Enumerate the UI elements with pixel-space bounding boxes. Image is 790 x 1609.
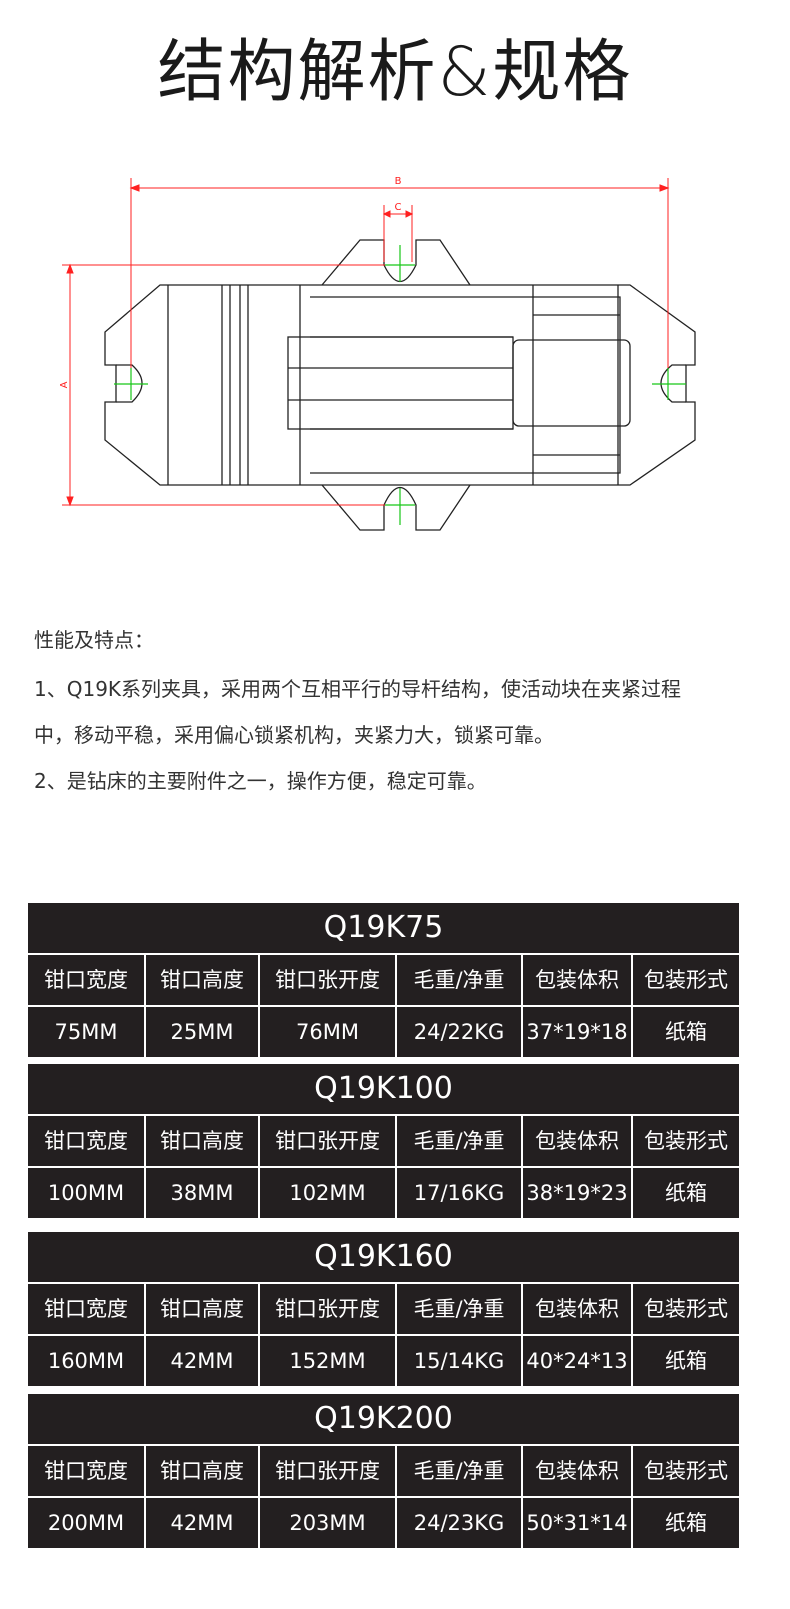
features-section: 性能及特点： 1、Q19K系列夹具，采用两个互相平行的导杆结构，使活动块在夹紧过… bbox=[34, 614, 774, 804]
header-cell: 包装体积 bbox=[523, 1284, 633, 1334]
header-cell: 毛重/净重 bbox=[397, 1116, 523, 1166]
header-cell: 钳口张开度 bbox=[260, 1446, 397, 1496]
value-cell: 100MM bbox=[28, 1168, 146, 1218]
model-name: Q19K75 bbox=[28, 903, 739, 955]
header-cell: 包装体积 bbox=[523, 955, 633, 1005]
spec-table-q19k75: Q19K75 钳口宽度 钳口高度 钳口张开度 毛重/净重 包装体积 包装形式 7… bbox=[28, 903, 739, 1057]
value-cell: 102MM bbox=[260, 1168, 397, 1218]
vise-structure-drawing: B C A bbox=[59, 176, 696, 531]
feature-line: 2、是钻床的主要附件之一，操作方便，稳定可靠。 bbox=[34, 769, 487, 793]
value-cell: 17/16KG bbox=[397, 1168, 523, 1218]
value-cell: 纸箱 bbox=[665, 1349, 707, 1373]
header-cell: 钳口宽度 bbox=[28, 1284, 146, 1334]
value-cell: 42MM bbox=[146, 1498, 260, 1548]
vise-outline bbox=[104, 239, 696, 531]
value-cell: 42MM bbox=[146, 1336, 260, 1386]
centerline-marks bbox=[114, 245, 686, 525]
spec-value-row: 100MM 38MM 102MM 17/16KG 38*19*23 纸箱 bbox=[28, 1168, 739, 1218]
value-cell: 40*24*13 bbox=[523, 1336, 633, 1386]
header-cell: 钳口高度 bbox=[146, 955, 260, 1005]
value-cell: 50*31*14 bbox=[523, 1498, 633, 1548]
header-cell: 钳口宽度 bbox=[28, 1116, 146, 1166]
value-cell: 200MM bbox=[28, 1498, 146, 1548]
value-cell: 25MM bbox=[146, 1007, 260, 1057]
value-cell: 纸箱 bbox=[665, 1511, 707, 1535]
dimension-label-b: B bbox=[395, 176, 402, 187]
value-cell: 38*19*23 bbox=[523, 1168, 633, 1218]
value-cell: 24/22KG bbox=[397, 1007, 523, 1057]
spec-header-row: 钳口宽度 钳口高度 钳口张开度 毛重/净重 包装体积 包装形式 bbox=[28, 1446, 739, 1498]
header-cell: 钳口张开度 bbox=[260, 955, 397, 1005]
value-cell: 75MM bbox=[28, 1007, 146, 1057]
header-cell: 毛重/净重 bbox=[397, 955, 523, 1005]
header-cell: 包装体积 bbox=[523, 1116, 633, 1166]
header-cell: 钳口张开度 bbox=[260, 1116, 397, 1166]
spec-table-q19k200: Q19K200 钳口宽度 钳口高度 钳口张开度 毛重/净重 包装体积 包装形式 … bbox=[28, 1394, 739, 1548]
header-cell: 包装体积 bbox=[523, 1446, 633, 1496]
feature-line: 中，移动平稳，采用偏心锁紧机构，夹紧力大，锁紧可靠。 bbox=[34, 723, 554, 747]
value-cell: 203MM bbox=[260, 1498, 397, 1548]
value-cell: 160MM bbox=[28, 1336, 146, 1386]
spec-value-row: 200MM 42MM 203MM 24/23KG 50*31*14 纸箱 bbox=[28, 1498, 739, 1548]
value-cell: 纸箱 bbox=[665, 1181, 707, 1205]
value-cell: 24/23KG bbox=[397, 1498, 523, 1548]
model-name: Q19K100 bbox=[28, 1064, 739, 1116]
header-cell: 包装形式 bbox=[644, 1459, 728, 1483]
header-cell: 钳口宽度 bbox=[28, 1446, 146, 1496]
spec-header-row: 钳口宽度 钳口高度 钳口张开度 毛重/净重 包装体积 包装形式 bbox=[28, 1116, 739, 1168]
header-cell: 钳口高度 bbox=[146, 1116, 260, 1166]
header-cell: 毛重/净重 bbox=[397, 1284, 523, 1334]
value-cell: 76MM bbox=[260, 1007, 397, 1057]
page-title: 结构解析&规格 bbox=[157, 33, 633, 112]
value-cell: 纸箱 bbox=[665, 1020, 707, 1044]
spec-table-q19k100: Q19K100 钳口宽度 钳口高度 钳口张开度 毛重/净重 包装体积 包装形式 … bbox=[28, 1064, 739, 1218]
spec-value-row: 160MM 42MM 152MM 15/14KG 40*24*13 纸箱 bbox=[28, 1336, 739, 1386]
header-cell: 包装形式 bbox=[644, 1297, 728, 1321]
dimension-lines bbox=[62, 178, 670, 507]
spec-header-row: 钳口宽度 钳口高度 钳口张开度 毛重/净重 包装体积 包装形式 bbox=[28, 955, 739, 1007]
spec-header-row: 钳口宽度 钳口高度 钳口张开度 毛重/净重 包装体积 包装形式 bbox=[28, 1284, 739, 1336]
value-cell: 152MM bbox=[260, 1336, 397, 1386]
dimension-label-a: A bbox=[59, 381, 70, 388]
header-cell: 毛重/净重 bbox=[397, 1446, 523, 1496]
header-cell: 钳口高度 bbox=[146, 1284, 260, 1334]
header-cell: 钳口宽度 bbox=[28, 955, 146, 1005]
dimension-label-c: C bbox=[395, 202, 402, 213]
spec-table-q19k160: Q19K160 钳口宽度 钳口高度 钳口张开度 毛重/净重 包装体积 包装形式 … bbox=[28, 1232, 739, 1386]
model-name: Q19K160 bbox=[28, 1232, 739, 1284]
value-cell: 37*19*18 bbox=[523, 1007, 633, 1057]
header-cell: 包装形式 bbox=[644, 1129, 728, 1153]
spec-value-row: 75MM 25MM 76MM 24/22KG 37*19*18 纸箱 bbox=[28, 1007, 739, 1057]
value-cell: 38MM bbox=[146, 1168, 260, 1218]
feature-line: 1、Q19K系列夹具，采用两个互相平行的导杆结构，使活动块在夹紧过程 bbox=[34, 677, 682, 701]
header-cell: 钳口张开度 bbox=[260, 1284, 397, 1334]
model-name: Q19K200 bbox=[28, 1394, 739, 1446]
value-cell: 15/14KG bbox=[397, 1336, 523, 1386]
header-cell: 包装形式 bbox=[644, 968, 728, 992]
features-title: 性能及特点： bbox=[34, 628, 154, 652]
header-cell: 钳口高度 bbox=[146, 1446, 260, 1496]
